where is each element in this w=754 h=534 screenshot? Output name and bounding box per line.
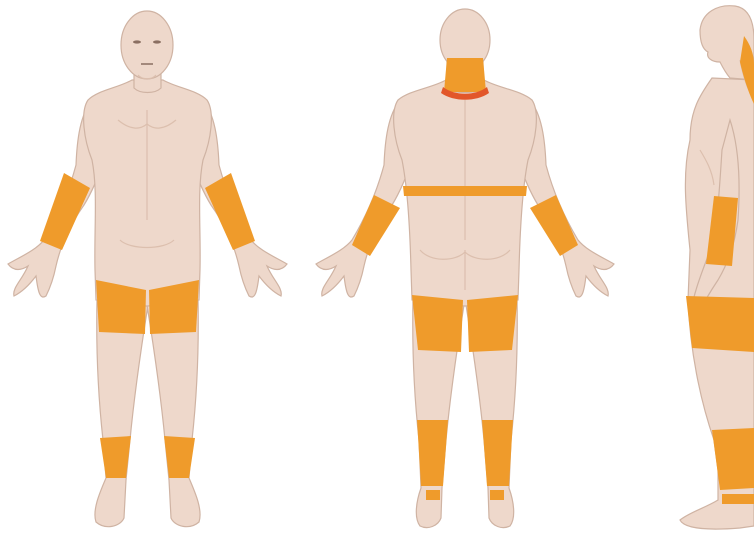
back-chest-band-highlight — [403, 186, 527, 196]
back-neck-highlight — [444, 58, 486, 92]
back-thigh-right-highlight — [467, 295, 518, 352]
front-forearm-left-highlight — [40, 173, 90, 250]
back-ankle-right-highlight — [490, 490, 504, 500]
front-eye-right — [153, 40, 161, 43]
front-view — [8, 11, 287, 527]
back-ankle-left-highlight — [426, 490, 440, 500]
front-forearm-right-highlight — [205, 173, 255, 250]
front-head — [121, 11, 173, 79]
back-lower-leg-left-highlight — [417, 420, 448, 486]
front-lower-leg-right-highlight — [164, 436, 195, 478]
side-ankle-highlight — [722, 494, 754, 504]
side-view — [680, 6, 754, 529]
side-thigh-highlight — [686, 296, 754, 352]
back-lower-leg-right-highlight — [482, 420, 513, 486]
back-thigh-left-highlight — [412, 295, 463, 352]
front-lower-leg-left-highlight — [100, 436, 131, 478]
front-eye-left — [133, 40, 141, 43]
back-view — [316, 9, 614, 528]
front-body — [8, 11, 287, 527]
